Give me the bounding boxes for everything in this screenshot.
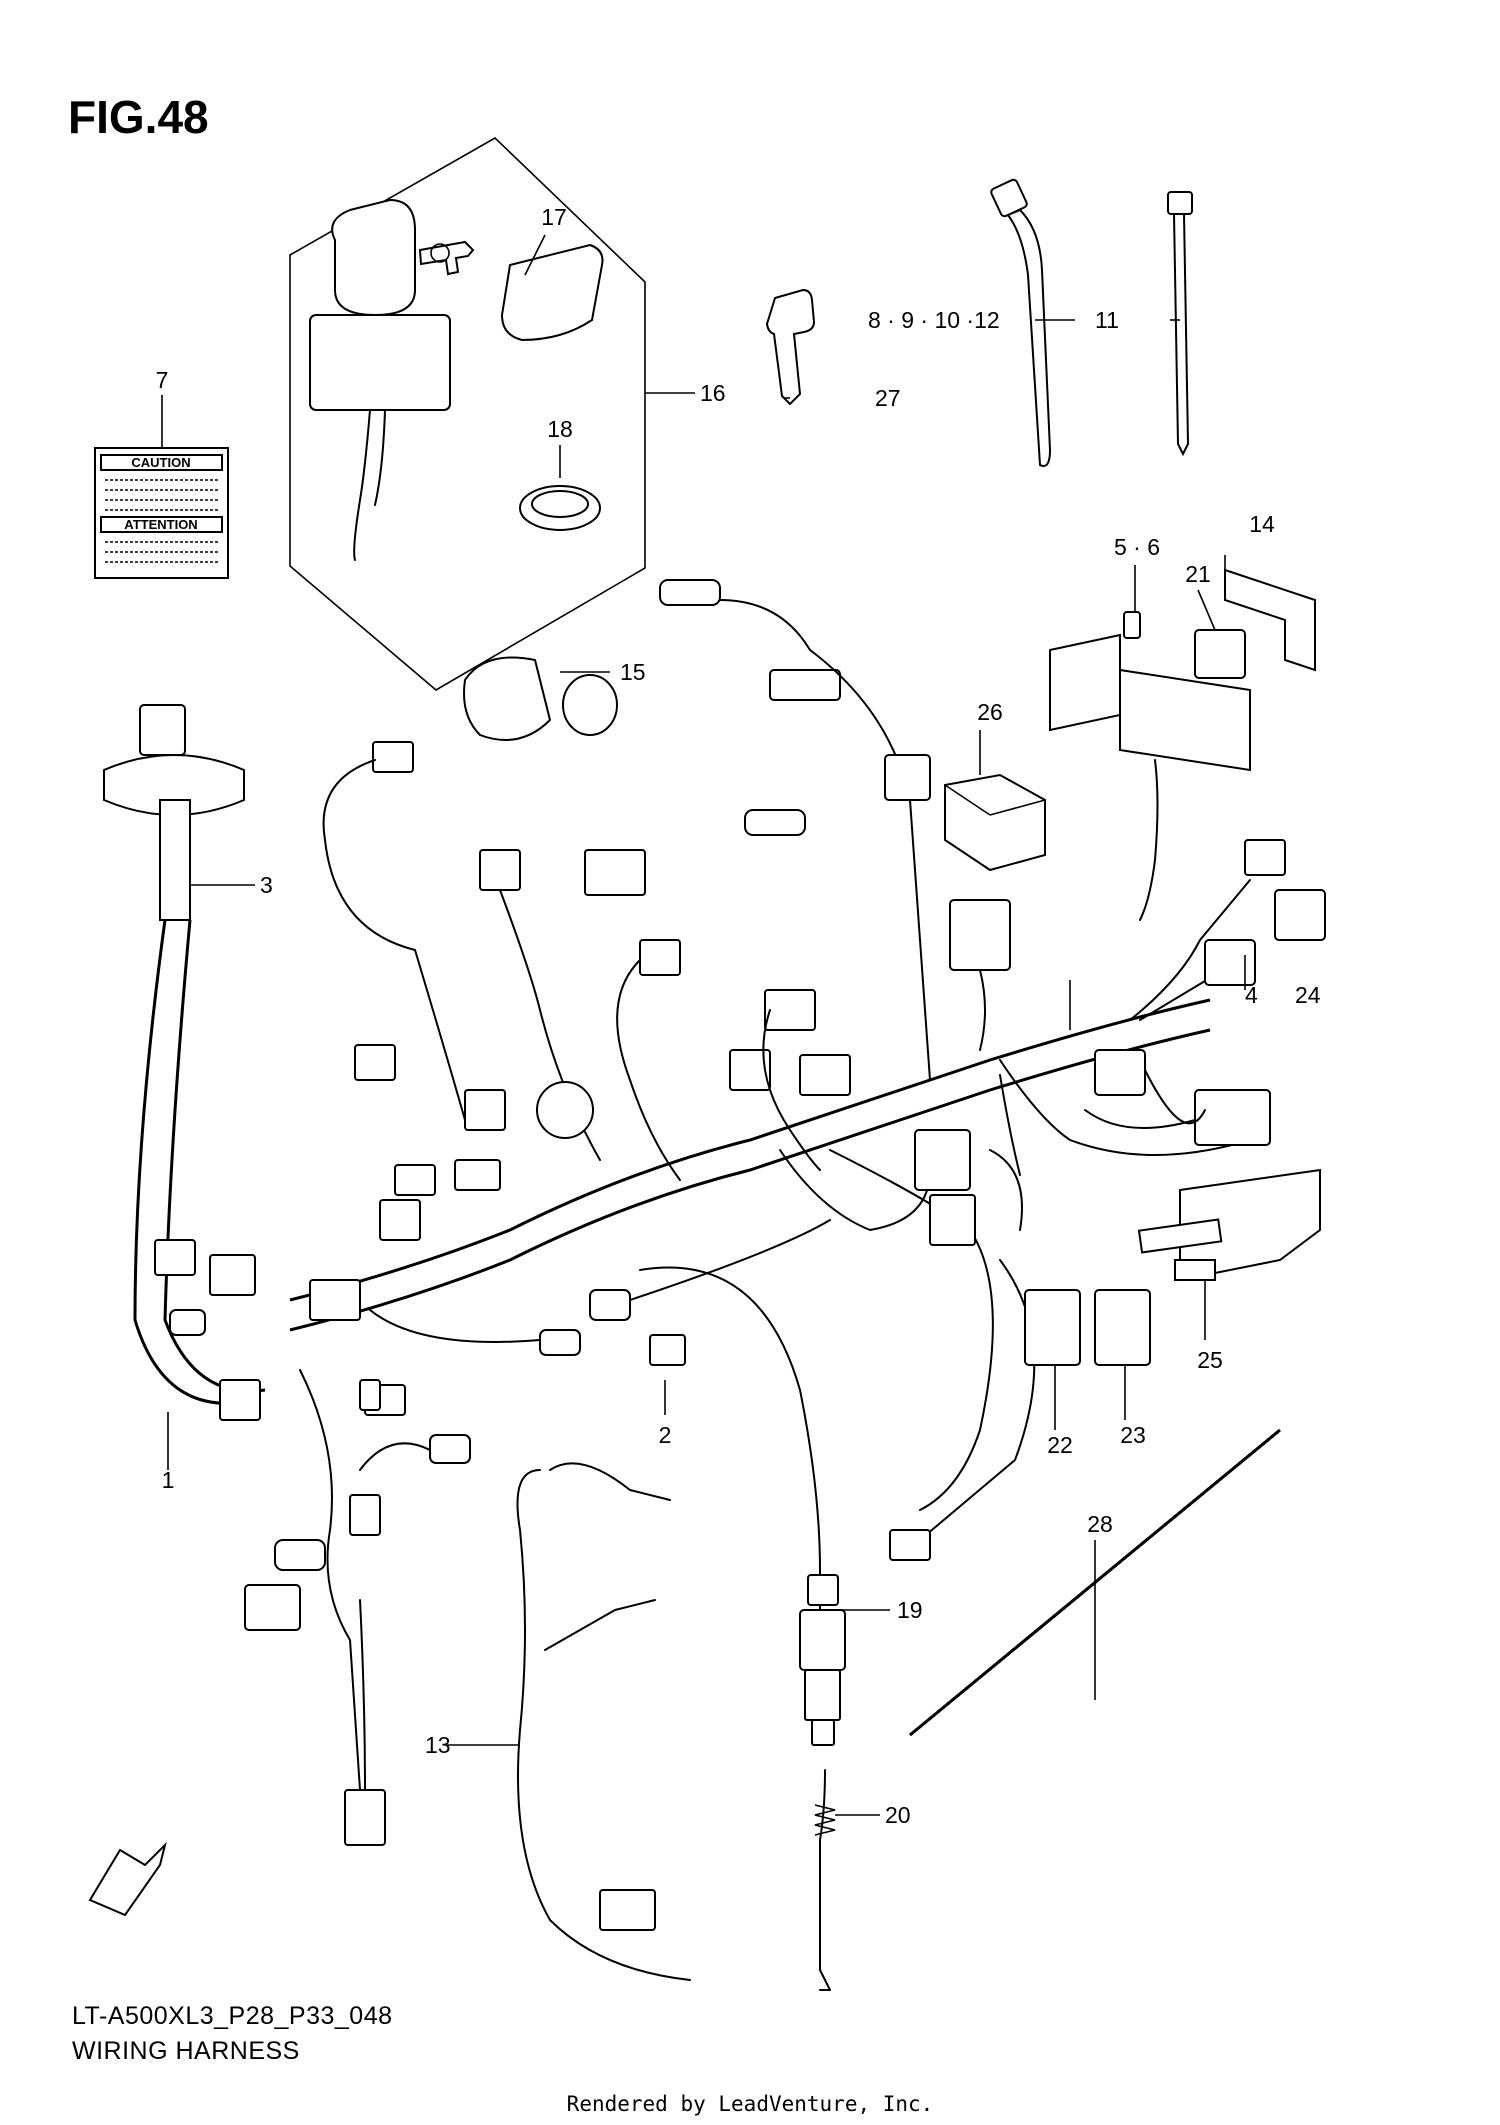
callout-21: 21: [1185, 561, 1211, 587]
section-name: WIRING HARNESS: [72, 2037, 300, 2065]
callout-19: 19: [897, 1597, 923, 1623]
sensor-clamp: [814, 1769, 836, 1991]
oxygen-sensor: [639, 1266, 846, 1746]
ignition-cap: [500, 243, 604, 342]
callout-4: 4: [1245, 982, 1258, 1008]
fuse-bracket: [1224, 568, 1316, 672]
callout-28: 28: [1087, 1511, 1113, 1537]
connectors: [154, 579, 1326, 1846]
callout-7: 7: [156, 367, 169, 393]
sub-harness-13: [516, 1462, 691, 1981]
callout-11: 11: [1095, 307, 1119, 333]
callout-18: 18: [547, 416, 573, 442]
callout-14: 14: [1249, 511, 1275, 537]
relay-21: [1194, 629, 1246, 679]
model-code: LT-A500XL3_P28_P33_048: [72, 2002, 393, 2030]
harness-3: [103, 704, 266, 1405]
cable-tie-large: [990, 178, 1052, 467]
callout-13: 13: [425, 1732, 451, 1758]
ignition-switch-kit-box: [289, 137, 695, 691]
bracket-25: [1137, 1168, 1321, 1282]
callout-25: 25: [1197, 1347, 1223, 1373]
caution-label: CAUTION ATTENTION: [94, 447, 229, 579]
relay-26: [944, 773, 1046, 872]
cable-tie-small: [1167, 191, 1193, 457]
callout-5-6: 5 · 6: [1114, 534, 1160, 560]
callout-15: 15: [620, 659, 646, 685]
callout-26: 26: [977, 699, 1003, 725]
callout-20: 20: [885, 1802, 911, 1828]
callout-2: 2: [659, 1422, 672, 1448]
fuse-box: [1049, 633, 1251, 921]
callout-labels: 7 17 18 16 15 3 1 2 4 24 5 · 6 8 · 9 · 1…: [156, 204, 1321, 1828]
callout-1: 1: [162, 1467, 175, 1493]
figure-title: FIG.48: [68, 91, 209, 143]
callout-24: 24: [1295, 982, 1321, 1008]
forward-direction-arrow: FWD: [88, 1841, 167, 1917]
fuse: [1123, 611, 1141, 639]
callout-8-12: 8 · 9 · 10 ·12: [868, 307, 1000, 333]
caution-heading: CAUTION: [131, 455, 190, 470]
switch-15: [463, 656, 618, 741]
clip-23: [1094, 1289, 1151, 1366]
ignition-nut: [519, 485, 601, 531]
callout-27: 27: [875, 385, 901, 411]
key: [765, 288, 816, 406]
attention-heading: ATTENTION: [124, 517, 197, 532]
callout-3: 3: [260, 872, 273, 898]
clip-22: [1024, 1289, 1081, 1366]
ignition-switch: [309, 198, 475, 561]
footer-credit: Rendered by LeadVenture, Inc.: [566, 2092, 934, 2116]
callout-17: 17: [541, 204, 567, 230]
callout-22: 22: [1047, 1432, 1073, 1458]
callout-23: 23: [1120, 1422, 1146, 1448]
right-branch: [889, 1129, 1036, 1561]
callout-leaders: [161, 234, 1246, 1816]
callout-16: 16: [700, 380, 726, 406]
